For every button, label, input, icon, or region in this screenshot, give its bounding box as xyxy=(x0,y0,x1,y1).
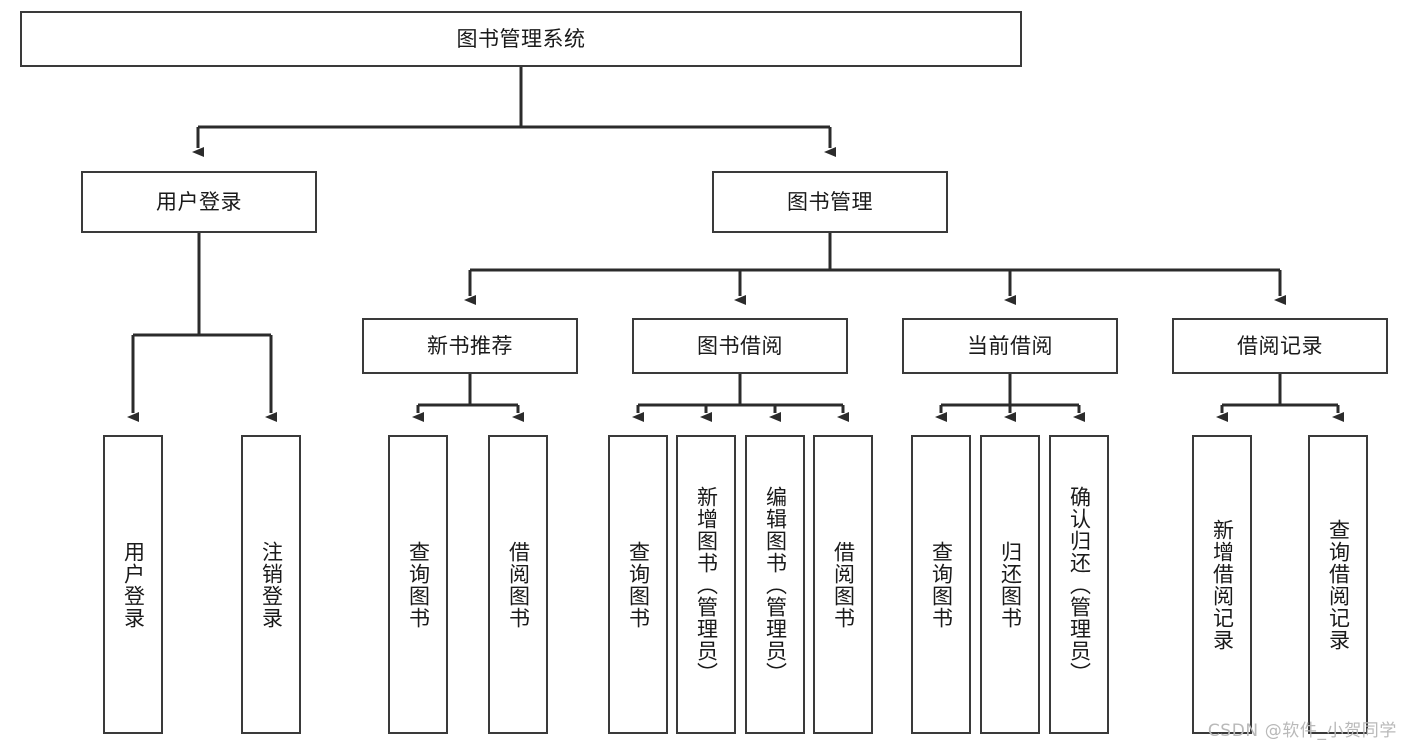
node-root-book-management-system[interactable]: 图书管理系统 xyxy=(20,11,1022,67)
leaf-records-add-record[interactable]: 新增借阅记录 xyxy=(1192,435,1252,734)
leaf-recommend-query-book[interactable]: 查询图书 xyxy=(388,435,448,734)
node-borrow-records[interactable]: 借阅记录 xyxy=(1172,318,1388,374)
node-label: 新增借阅记录 xyxy=(1210,518,1235,651)
node-label: 查询图书 xyxy=(626,540,651,629)
node-user-login[interactable]: 用户登录 xyxy=(81,171,317,233)
node-new-book-recommend[interactable]: 新书推荐 xyxy=(362,318,578,374)
leaf-current-query-book[interactable]: 查询图书 xyxy=(911,435,971,734)
node-label: 注销登录 xyxy=(259,540,284,629)
leaf-recommend-borrow-book[interactable]: 借阅图书 xyxy=(488,435,548,734)
leaf-records-query-record[interactable]: 查询借阅记录 xyxy=(1308,435,1368,734)
node-label: 新增图书（管理员） xyxy=(694,485,719,684)
node-label: 用户登录 xyxy=(121,540,146,629)
leaf-current-return-book[interactable]: 归还图书 xyxy=(980,435,1040,734)
node-label: 查询借阅记录 xyxy=(1326,518,1351,651)
node-label: 图书借阅 xyxy=(697,333,783,358)
node-label: 新书推荐 xyxy=(427,333,513,358)
node-label: 查询图书 xyxy=(929,540,954,629)
leaf-borrow-edit-book-admin[interactable]: 编辑图书（管理员） xyxy=(745,435,805,734)
leaf-user-login-logout[interactable]: 注销登录 xyxy=(241,435,301,734)
node-label: 借阅图书 xyxy=(831,540,856,629)
node-label: 当前借阅 xyxy=(967,333,1053,358)
node-label: 借阅记录 xyxy=(1237,333,1323,358)
node-label: 用户登录 xyxy=(156,189,242,214)
leaf-user-login-login[interactable]: 用户登录 xyxy=(103,435,163,734)
node-current-borrow[interactable]: 当前借阅 xyxy=(902,318,1118,374)
node-book-borrow[interactable]: 图书借阅 xyxy=(632,318,848,374)
leaf-borrow-add-book-admin[interactable]: 新增图书（管理员） xyxy=(676,435,736,734)
leaf-current-confirm-return-admin[interactable]: 确认归还（管理员） xyxy=(1049,435,1109,734)
node-label: 图书管理系统 xyxy=(456,26,586,51)
node-label: 归还图书 xyxy=(998,540,1023,629)
node-label: 查询图书 xyxy=(406,540,431,629)
leaf-borrow-borrow-book[interactable]: 借阅图书 xyxy=(813,435,873,734)
node-label: 确认归还（管理员） xyxy=(1067,485,1092,684)
node-label: 图书管理 xyxy=(787,189,873,214)
leaf-borrow-query-book[interactable]: 查询图书 xyxy=(608,435,668,734)
node-label: 借阅图书 xyxy=(506,540,531,629)
node-book-management[interactable]: 图书管理 xyxy=(712,171,948,233)
node-label: 编辑图书（管理员） xyxy=(763,485,788,684)
